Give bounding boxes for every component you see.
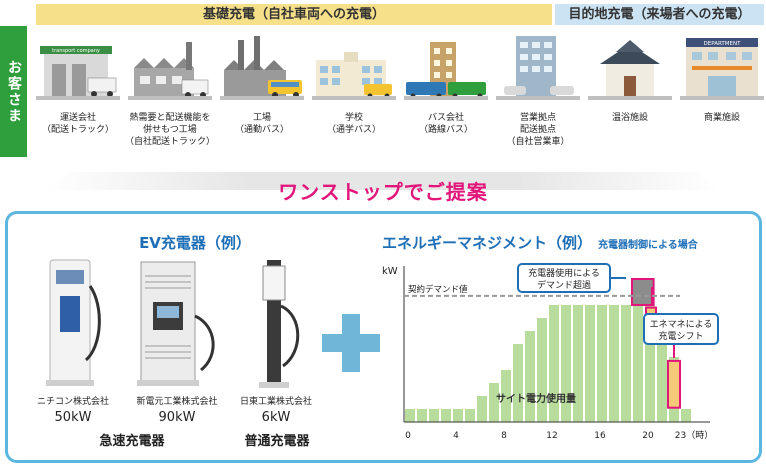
- customer-row: transport company 運送会社 （配送トラック） 熱需要と配送機能…: [30, 30, 766, 165]
- normal-charger-icon: [259, 260, 300, 388]
- customer-transport-company: transport company 運送会社 （配送トラック）: [32, 30, 124, 136]
- fast-charger-icon: [137, 261, 215, 386]
- department-sign: DEPARTMENT: [704, 41, 742, 47]
- site-usage-bar: [525, 331, 535, 422]
- customer-caption: 温浴施設: [611, 113, 648, 123]
- site-usage-bar: [621, 305, 631, 422]
- x-tick-label: 0: [405, 431, 411, 441]
- customer-caption: 営業拠点 配送拠点 （自社営業車）: [506, 113, 570, 147]
- charger-power: 90kW: [158, 410, 196, 425]
- callout-excess-line2: デマンド超過: [537, 279, 591, 291]
- callout-shift-line1: エネマネによる: [650, 319, 713, 330]
- demand-chart-svg: kW 契約デマンド値 サイト電力使用量 0 4 8 12 16 20 23（時） 充電器使用…: [382, 263, 719, 441]
- site-usage-bar: [537, 318, 547, 422]
- customer-caption: 工場 （通勤バス）: [234, 113, 289, 135]
- fast-charger-icon: [46, 259, 101, 386]
- factory-bus-icon: [220, 36, 304, 100]
- site-usage-bar: [657, 318, 667, 422]
- charger-excess-block: [631, 278, 655, 306]
- site-usage-bar: [609, 305, 619, 422]
- site-usage-bar: [441, 409, 451, 422]
- ev-charger-title: EV充電器（例）: [139, 234, 251, 252]
- callout-shift-line2: 充電シフト: [658, 330, 703, 342]
- warehouse-truck-icon: transport company: [36, 46, 120, 100]
- department-store-icon: DEPARTMENT: [680, 38, 764, 100]
- charger-power: 50kW: [54, 410, 92, 425]
- charger-company: ニチコン株式会社: [36, 397, 109, 407]
- site-usage-bar: [429, 409, 439, 422]
- y-axis-label: kW: [382, 266, 398, 277]
- site-usage-bar: [405, 409, 415, 422]
- demand-chart: kW 契約デマンド値 サイト電力使用量 0 4 8 12 16 20 23（時） 充電器使用…: [380, 258, 720, 448]
- customer-caption: 学校 （通学バス）: [326, 113, 381, 135]
- customer-school: 学校 （通学バス）: [308, 30, 400, 136]
- office-car-icon: [496, 36, 580, 100]
- proposal-title: ワンストップでご提案: [278, 180, 488, 204]
- customer-commercial-facility: DEPARTMENT 商業施設: [676, 30, 766, 124]
- bathhouse-icon: [588, 40, 672, 100]
- charger-shindengen: 新電元工業株式会社 90kW: [122, 256, 232, 425]
- site-usage-bar: [417, 409, 427, 422]
- plus-icon: [322, 314, 380, 372]
- office-bus-icon: [404, 42, 488, 100]
- x-tick-label: 8: [501, 431, 507, 441]
- site-usage-bar: [573, 305, 583, 422]
- category-fast-charger: 急速充電器: [99, 434, 165, 449]
- site-usage-bar: [477, 396, 487, 422]
- x-tick-label: 4: [453, 431, 459, 441]
- callout-shift: エネマネによる 充電シフト: [643, 313, 719, 345]
- x-tick-label: 20: [642, 431, 654, 441]
- customer-bus-company: バス会社 （路線バス）: [400, 30, 492, 136]
- school-bus-icon: [312, 52, 396, 100]
- site-usage-bar: [633, 305, 643, 422]
- charger-company: 新電元工業株式会社: [136, 397, 218, 407]
- customer-sales-office: 営業拠点 配送拠点 （自社営業車）: [492, 30, 584, 148]
- x-tick-label: 23（時）: [675, 430, 713, 441]
- customer-caption: バス会社 （路線バス）: [418, 113, 473, 135]
- site-usage-bar: [645, 305, 655, 422]
- site-usage-bar: [681, 409, 691, 422]
- site-usage-bar: [561, 305, 571, 422]
- site-usage-bar: [489, 383, 499, 422]
- transport-sign: transport company: [52, 48, 100, 54]
- energy-management-subtitle: 充電器制御による場合: [598, 240, 698, 251]
- charger-nitto: 日東工業株式会社 6kW: [236, 256, 316, 425]
- x-tick-label: 12: [546, 431, 557, 441]
- site-usage-bar: [501, 370, 511, 422]
- site-usage-bar: [549, 305, 559, 422]
- site-usage-bar: [597, 305, 607, 422]
- customer-bath-facility: 温浴施設: [584, 30, 676, 124]
- customer-caption: 商業施設: [703, 113, 740, 123]
- destination-charging-header: 目的地充電（来場者への充電）: [555, 4, 764, 25]
- site-usage-bar: [513, 344, 523, 422]
- site-usage-label: サイト電力使用量: [496, 392, 576, 405]
- site-usage-bar: [453, 409, 463, 422]
- customers-label: お客さま: [0, 26, 27, 157]
- customer-caption: 熱需要と配送機能を 併せもつ工場 （自社配送トラック）: [124, 113, 215, 147]
- site-usage-bar: [465, 409, 475, 422]
- charger-power: 6kW: [261, 410, 291, 425]
- x-tick-label: 16: [594, 431, 606, 441]
- site-usage-bar: [585, 305, 595, 422]
- factory-truck-icon: [128, 42, 212, 100]
- contract-demand-label: 契約デマンド値: [408, 284, 468, 295]
- charger-company: 日東工業株式会社: [239, 397, 312, 407]
- proposal-arrow: [46, 172, 720, 190]
- customer-factory-heat: 熱需要と配送機能を 併せもつ工場 （自社配送トラック）: [124, 30, 216, 148]
- callout-excess: 充電器使用による デマンド超過: [517, 263, 626, 293]
- customer-factory: 工場 （通勤バス）: [216, 30, 308, 136]
- category-normal-charger: 普通充電器: [244, 434, 310, 449]
- shift-arrow: [651, 287, 654, 305]
- base-charging-header: 基礎充電（自社車両への充電）: [36, 4, 552, 25]
- energy-management-title: エネルギーマネジメント（例）充電器制御による場合: [382, 234, 698, 252]
- callout-excess-line1: 充電器使用による: [528, 267, 600, 279]
- shifted-block-2: [667, 359, 681, 409]
- charger-nichicon: ニチコン株式会社 50kW: [28, 256, 118, 425]
- customer-caption: 運送会社 （配送トラック）: [41, 113, 114, 135]
